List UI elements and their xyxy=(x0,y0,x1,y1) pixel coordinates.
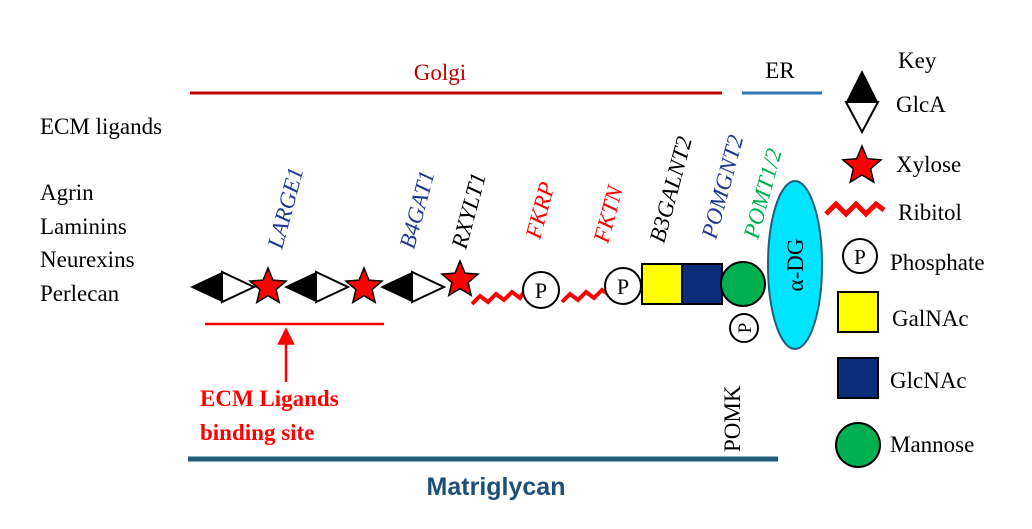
legend-xylose-label: Xylose xyxy=(896,152,961,177)
glca-filled-triangle xyxy=(284,272,316,302)
binding-site-label-line1: ECM Ligands xyxy=(200,386,339,411)
enzyme-large1: LARGE1 xyxy=(262,165,308,253)
phosphate-symbol: P xyxy=(535,278,547,303)
legend-glca-filled-icon xyxy=(846,70,878,102)
legend-glca-label: GlcA xyxy=(896,92,946,117)
phosphate-circle xyxy=(522,271,560,309)
golgi-compartment: Golgi xyxy=(190,60,722,95)
ligand-item: Perlecan xyxy=(40,281,120,306)
enzyme-b3galnt2: B3GALNT2 xyxy=(645,134,697,245)
phosphate-symbol: P xyxy=(735,323,756,334)
legend-mannose-label: Mannose xyxy=(890,432,974,457)
legend-ribitol-icon xyxy=(824,200,886,218)
legend-ribitol-label: Ribitol xyxy=(898,200,962,225)
legend-phosphate-icon xyxy=(842,238,878,274)
enzyme-rxylt1: RXYLT1 xyxy=(446,170,490,252)
matriglycan-label: Matriglycan xyxy=(427,473,566,501)
glca-open-triangle xyxy=(221,270,257,304)
enzyme-pomk: POMK xyxy=(720,385,745,452)
legend-phosphate-label: Phosphate xyxy=(890,250,985,275)
ribitol-zigzag xyxy=(560,287,610,304)
legend-galnac-label: GalNAc xyxy=(892,306,969,331)
binding-site-label-line2: binding site xyxy=(200,420,314,445)
xylose-star xyxy=(440,259,480,297)
enzyme-b4gat1: B4GAT1 xyxy=(395,168,440,251)
mannose-phosphate-circle xyxy=(729,313,759,343)
legend-xylose-icon xyxy=(841,144,883,184)
alpha-dg-protein xyxy=(767,180,823,350)
legend-title: Key xyxy=(898,48,937,73)
legend-mannose-icon xyxy=(835,422,881,468)
matriglycan: Matriglycan xyxy=(188,456,778,501)
golgi-label: Golgi xyxy=(414,60,466,85)
glycan-chain: P P P α-DG xyxy=(190,180,823,350)
ecm-ligands-list: ECM ligands Agrin Laminins Neurexins Per… xyxy=(40,114,162,306)
ligands-heading: ECM ligands xyxy=(40,114,162,139)
glca-open-triangle xyxy=(411,270,447,304)
ligand-item: Agrin xyxy=(40,180,94,205)
galnac-square xyxy=(641,263,683,305)
legend-glcnac-icon xyxy=(837,357,879,399)
mannose-circle xyxy=(720,261,766,307)
ligand-item: Laminins xyxy=(40,214,127,239)
legend-galnac-icon xyxy=(837,291,879,333)
glca-filled-triangle xyxy=(190,272,222,302)
alpha-dg-label: α-DG xyxy=(783,239,808,292)
glca-open-triangle xyxy=(315,270,351,304)
xylose-star xyxy=(344,266,384,304)
legend: Key GlcA Xylose Ribitol P Phosphate GalN… xyxy=(824,48,985,468)
ligand-binding-site: ECM Ligands binding site xyxy=(200,322,384,445)
xylose-star xyxy=(248,266,288,304)
legend-phosphate-symbol: P xyxy=(854,245,866,269)
er-label: ER xyxy=(765,58,795,83)
glca-filled-triangle xyxy=(380,272,412,302)
ribitol-zigzag xyxy=(470,289,526,306)
ligand-item: Neurexins xyxy=(40,247,135,272)
legend-glca-open-icon xyxy=(844,101,880,135)
er-compartment: ER xyxy=(742,58,822,95)
enzyme-fkrp: FKRP xyxy=(520,179,559,242)
glcnac-square xyxy=(681,263,723,305)
legend-glcnac-label: GlcNAc xyxy=(890,368,967,393)
enzyme-fktn: FKTN xyxy=(588,182,628,247)
phosphate-symbol: P xyxy=(617,274,629,299)
